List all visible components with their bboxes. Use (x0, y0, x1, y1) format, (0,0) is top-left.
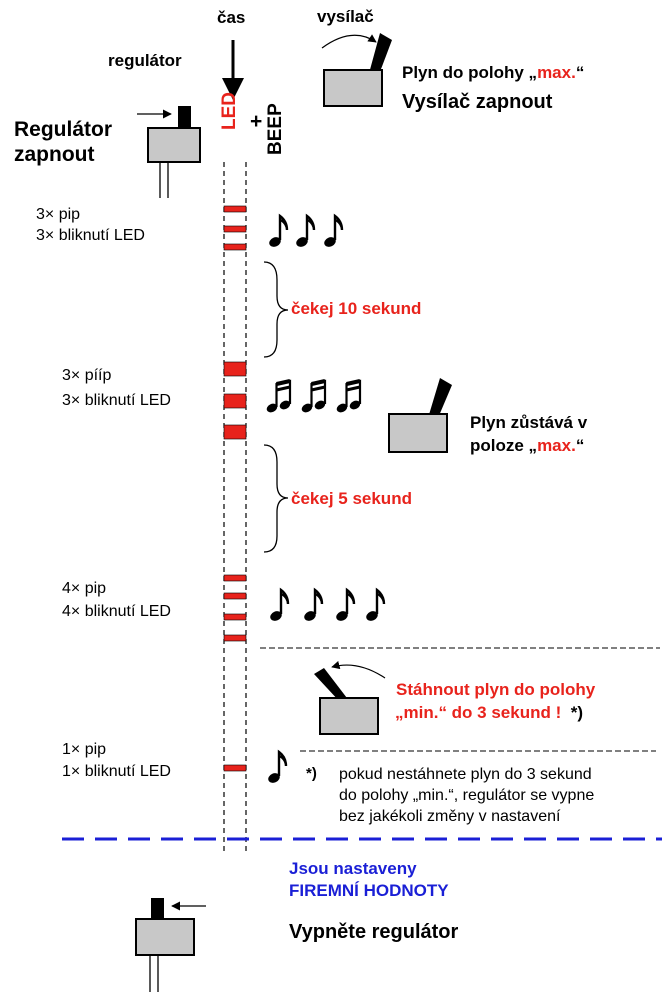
throttle-stays-line1: Plyn zůstává v (470, 413, 588, 432)
step3-beeps: 4× pip (62, 580, 107, 597)
regulator-on-line1: Regulátor (14, 118, 113, 141)
throttle-max-label: Plyn do polohy „max.“ (402, 63, 585, 82)
switch-off-label: Vypněte regulátor (289, 921, 459, 943)
footnote-line1: pokud nestáhnete plyn do 3 sekund (339, 766, 592, 783)
led-flash-step4 (223, 764, 247, 772)
pull-down-line1: Stáhnout plyn do polohy (396, 680, 596, 699)
brace-icon-10s (263, 261, 289, 358)
footnote-line3: bez jakékoli změny v nastavení (339, 808, 561, 825)
transmitter-label: vysílač (317, 7, 374, 26)
step4-led: 1× bliknutí LED (62, 763, 171, 780)
wait-10s-label: čekej 10 sekund (291, 299, 422, 318)
transmitter-stick-icon-2 (388, 378, 452, 453)
footnote-marker: *) (306, 765, 317, 782)
led-column-header: LED (219, 92, 240, 130)
led-flashes-step2 (223, 361, 247, 440)
step3-led: 4× bliknutí LED (62, 603, 171, 620)
result-line2: FIREMNÍ HODNOTY (289, 881, 449, 900)
transmitter-stick-icon (321, 33, 392, 107)
regulator-switch-off-icon (135, 898, 206, 992)
wait-5s-label: čekej 5 sekund (291, 489, 412, 508)
transmitter-stick-icon-3 (314, 668, 379, 735)
brace-icon-5s (263, 444, 289, 553)
result-line1: Jsou nastaveny (289, 859, 417, 878)
regulator-switch-icon (137, 106, 201, 198)
time-label: čas (217, 8, 246, 27)
step1-led: 3× bliknutí LED (36, 227, 145, 244)
transmitter-on-label: Vysílač zapnout (402, 91, 553, 113)
step4-beeps: 1× pip (62, 741, 107, 758)
down-arrow-icon (222, 40, 244, 100)
footnote-line2: do polohy „min.“, regulátor se vypne (339, 787, 595, 804)
led-flashes-step3 (223, 574, 247, 642)
eighth-note-icon-group-3 (267, 588, 386, 624)
step2-led: 3× bliknutí LED (62, 392, 171, 409)
beamed-notes-icon-group (263, 379, 364, 416)
plus-sign: + (250, 110, 263, 133)
regulator-label: regulátor (108, 51, 182, 70)
eighth-note-icon-group-1 (266, 214, 344, 250)
regulator-on-line2: zapnout (14, 143, 95, 166)
throttle-stays-line2: poloze „max.“ (470, 436, 585, 455)
beep-column-header: BEEP (265, 103, 286, 155)
eighth-note-icon-single (265, 750, 288, 786)
step1-beeps: 3× pip (36, 206, 81, 223)
pull-down-line2: „min.“ do 3 sekund ! *) (395, 703, 583, 722)
led-flashes-step1 (223, 205, 247, 251)
step2-beeps: 3× pííp (62, 367, 112, 384)
curved-arrow-icon (331, 660, 386, 679)
